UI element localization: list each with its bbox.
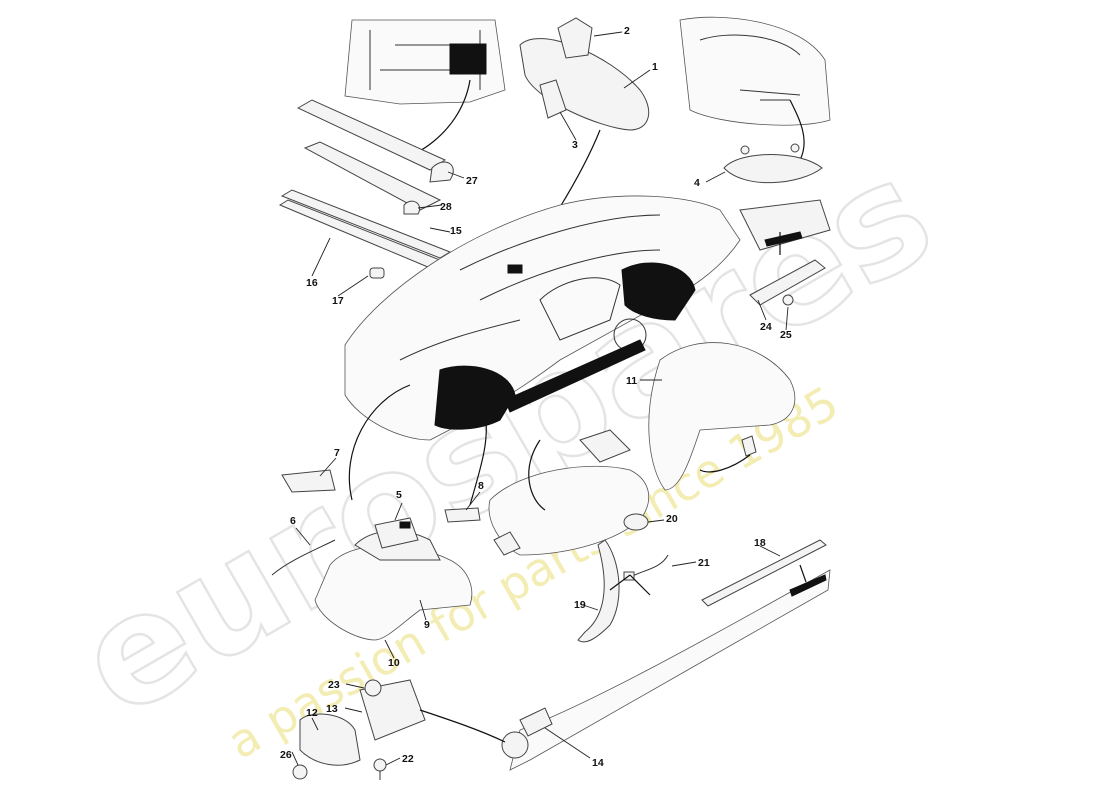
- callout-numbers: 1 2 3 4 5 6 7 8 9 10 11 12 13 14 15 16 1…: [280, 25, 792, 769]
- callout-18: 18: [754, 537, 766, 549]
- fuel-tank: [488, 429, 649, 556]
- bracket-27: [429, 161, 454, 183]
- callout-25: 25: [780, 329, 792, 341]
- callout-13: 13: [326, 703, 338, 715]
- callout-21: 21: [698, 557, 710, 569]
- front-wheel-liner: [271, 384, 487, 641]
- sill-shade: [504, 339, 646, 413]
- callout-5: 5: [396, 489, 402, 501]
- callout-12: 12: [306, 707, 318, 719]
- callout-9: 9: [424, 619, 430, 631]
- callout-23: 23: [328, 679, 340, 691]
- callout-1: 1: [652, 61, 658, 73]
- callout-2: 2: [624, 25, 630, 37]
- rear-arch-shade: [621, 262, 696, 321]
- car-body: [344, 195, 741, 441]
- callout-4: 4: [694, 177, 700, 189]
- strip-16: [278, 199, 446, 271]
- rear-wheel-liner: [648, 342, 796, 491]
- mirror-mount-shade: [507, 264, 523, 274]
- callout-7: 7: [334, 447, 340, 459]
- panel-lower: [303, 141, 442, 211]
- rear-trim-pieces: [739, 199, 831, 306]
- mirror-cover: [557, 17, 593, 59]
- callout-6: 6: [290, 515, 296, 527]
- shaded-floor-panel: [449, 43, 487, 75]
- callout-17: 17: [332, 295, 344, 307]
- sill-trims: [501, 539, 831, 771]
- callout-leaders: [291, 31, 789, 766]
- callout-16: 16: [306, 277, 318, 289]
- sill-panels-group: [278, 99, 454, 279]
- mirror-bracket: [539, 79, 567, 119]
- callout-10: 10: [388, 657, 400, 669]
- rear-view: [679, 16, 831, 161]
- mud-flap-group: [292, 679, 506, 780]
- callout-8: 8: [478, 480, 484, 492]
- callout-27: 27: [466, 175, 478, 187]
- callout-22: 22: [402, 753, 414, 765]
- panel-upper: [296, 99, 447, 171]
- interior-floor-view: [344, 19, 506, 154]
- front-arch-shade: [434, 365, 516, 430]
- callout-24: 24: [760, 321, 772, 333]
- callout-14: 14: [592, 757, 604, 769]
- callout-28: 28: [440, 201, 452, 213]
- callout-26: 26: [280, 749, 292, 761]
- callout-20: 20: [666, 513, 678, 525]
- wing-badge: [723, 143, 823, 184]
- clip-28: [403, 200, 420, 215]
- callout-3: 3: [572, 139, 578, 151]
- mirror-assembly: [517, 17, 650, 271]
- callout-19: 19: [574, 599, 586, 611]
- callout-11: 11: [626, 375, 637, 387]
- callout-15: 15: [450, 225, 462, 237]
- grommet-17: [369, 267, 385, 279]
